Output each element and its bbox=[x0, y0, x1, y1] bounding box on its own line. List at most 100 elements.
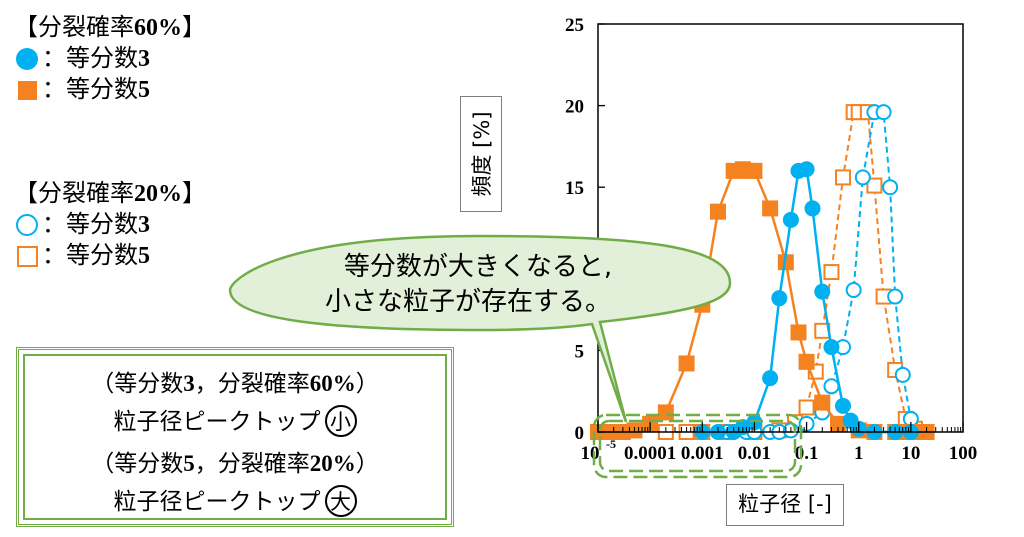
note-line-3: （等分数5，分裂確率20%） bbox=[19, 444, 451, 478]
x-tick-label: 10 bbox=[901, 443, 920, 464]
data-point-open-circle bbox=[845, 282, 862, 299]
x-tick-label: 0.1 bbox=[795, 443, 819, 464]
highlight-small-particles-outer bbox=[592, 413, 803, 479]
legend-sep: ： bbox=[42, 75, 66, 103]
note-text: ） bbox=[355, 451, 379, 477]
callout-line-2: 小さな粒子が存在する。 bbox=[325, 287, 611, 317]
legend-item-label: 等分数 bbox=[66, 44, 138, 72]
note-text: （等分数 bbox=[91, 371, 184, 397]
summary-note-box: （等分数3，分裂確率60%） 粒子径ピークトップ小 （等分数5，分裂確率20%）… bbox=[16, 347, 454, 527]
data-point-filled-square bbox=[678, 355, 695, 372]
data-point-filled-circle bbox=[782, 211, 799, 228]
data-point-open-circle bbox=[894, 366, 911, 383]
data-point-open-circle bbox=[875, 104, 892, 121]
data-point-open-circle bbox=[854, 169, 871, 186]
y-tick-label: 5 bbox=[575, 341, 585, 362]
data-point-filled-circle bbox=[771, 290, 788, 307]
small-badge-icon: 小 bbox=[324, 405, 357, 437]
legend-title-60: 【分裂確率60%】 bbox=[14, 12, 206, 43]
x-tick-label: 0.01 bbox=[738, 443, 771, 464]
legend-title-suffix: 】 bbox=[182, 13, 206, 41]
note-num: 60% bbox=[309, 371, 356, 396]
data-point-open-circle bbox=[823, 378, 840, 395]
legend-item-label: 等分数 bbox=[66, 210, 138, 238]
legend-title-prefix: 【分裂確率 bbox=[14, 179, 134, 207]
x-axis-label-box: 粒子径 [-] bbox=[726, 484, 844, 526]
legend-item-num: 5 bbox=[138, 243, 150, 269]
note-line-4: 粒子径ピークトップ大 bbox=[19, 482, 451, 517]
legend-group-60: 【分裂確率60%】 ：等分数3 ：等分数5 bbox=[14, 12, 206, 105]
x-axis-label: 粒子径 [-] bbox=[738, 492, 832, 516]
legend-item-num: 3 bbox=[138, 212, 150, 238]
y-tick-label: 20 bbox=[565, 97, 584, 118]
data-point-filled-square bbox=[790, 324, 807, 341]
plot-frame bbox=[597, 23, 964, 433]
legend-title-prefix: 【分裂確率 bbox=[14, 13, 134, 41]
legend-item-filled-circle: ：等分数3 bbox=[14, 43, 206, 74]
data-point-open-square bbox=[835, 169, 852, 186]
data-point-filled-square bbox=[762, 200, 779, 217]
legend-item-num: 5 bbox=[138, 77, 150, 103]
legend-item-label: 等分数 bbox=[66, 241, 138, 269]
large-badge-icon: 大 bbox=[324, 485, 357, 517]
data-point-filled-circle bbox=[762, 370, 779, 387]
x-tick-label: 100 bbox=[949, 443, 978, 464]
note-num: 3 bbox=[183, 371, 195, 396]
data-point-filled-circle bbox=[823, 339, 840, 356]
filled-square-icon bbox=[18, 81, 37, 100]
data-point-filled-square bbox=[829, 415, 846, 432]
data-point-filled-circle bbox=[835, 397, 852, 414]
data-point-open-circle bbox=[882, 179, 899, 196]
summary-note-inner bbox=[23, 354, 447, 520]
y-tick-label: 0 bbox=[575, 423, 585, 444]
legend-item-filled-square: ：等分数5 bbox=[14, 74, 206, 105]
data-point-filled-square bbox=[746, 162, 763, 179]
legend-item-num: 3 bbox=[138, 46, 150, 72]
note-text: ，分裂確率 bbox=[194, 451, 310, 477]
data-point-open-circle bbox=[887, 288, 904, 305]
data-point-open-square bbox=[866, 177, 883, 194]
legend-title-num: 60% bbox=[134, 15, 182, 41]
data-point-filled-circle bbox=[814, 283, 831, 300]
note-text: （等分数 bbox=[91, 451, 184, 477]
x-tick-label: 1 bbox=[854, 443, 864, 464]
x-tick-label: 10 bbox=[581, 443, 600, 464]
legend-sep: ： bbox=[42, 44, 66, 72]
y-axis-label-box: 頻度 [%] bbox=[460, 96, 502, 212]
legend-group-20: 【分裂確率20%】 ：等分数3 ：等分数5 bbox=[14, 178, 206, 271]
note-num: 5 bbox=[183, 451, 195, 476]
y-tick-label: 15 bbox=[565, 178, 584, 199]
data-point-open-square bbox=[798, 399, 815, 416]
legend-title-num: 20% bbox=[134, 181, 182, 207]
y-axis-label: 頻度 [%] bbox=[470, 111, 494, 197]
data-point-filled-square bbox=[657, 404, 674, 421]
note-line-2: 粒子径ピークトップ小 bbox=[19, 402, 451, 437]
data-point-filled-square bbox=[798, 353, 815, 370]
callout-bubble bbox=[228, 234, 732, 423]
legend-item-label: 等分数 bbox=[66, 75, 138, 103]
data-point-filled-circle bbox=[798, 161, 815, 178]
open-square-icon bbox=[17, 246, 38, 267]
note-text: ） bbox=[355, 371, 379, 397]
note-num: 20% bbox=[309, 451, 356, 476]
legend-item-open-circle: ：等分数3 bbox=[14, 209, 206, 240]
data-point-filled-square bbox=[709, 203, 726, 220]
note-text: 粒子径ピークトップ bbox=[113, 489, 321, 515]
legend-title-20: 【分裂確率20%】 bbox=[14, 178, 206, 209]
data-point-open-square bbox=[823, 264, 840, 281]
legend-sep: ： bbox=[42, 210, 66, 238]
note-text: 粒子径ピークトップ bbox=[113, 409, 321, 435]
note-text: ，分裂確率 bbox=[194, 371, 310, 397]
filled-circle-icon bbox=[16, 48, 38, 70]
x-tick-label: 0.001 bbox=[681, 443, 724, 464]
x-tick-label: 0.0001 bbox=[624, 443, 676, 464]
x-tick-label-exponent: -5 bbox=[606, 437, 616, 451]
highlight-small-particles-inner bbox=[598, 419, 797, 473]
note-line-1: （等分数3，分裂確率60%） bbox=[19, 364, 451, 398]
open-circle-icon bbox=[16, 214, 38, 236]
legend-title-suffix: 】 bbox=[182, 179, 206, 207]
callout-line-1: 等分数が大きくなると, bbox=[344, 252, 612, 282]
data-point-filled-circle bbox=[804, 200, 821, 217]
data-point-filled-square bbox=[814, 394, 831, 411]
